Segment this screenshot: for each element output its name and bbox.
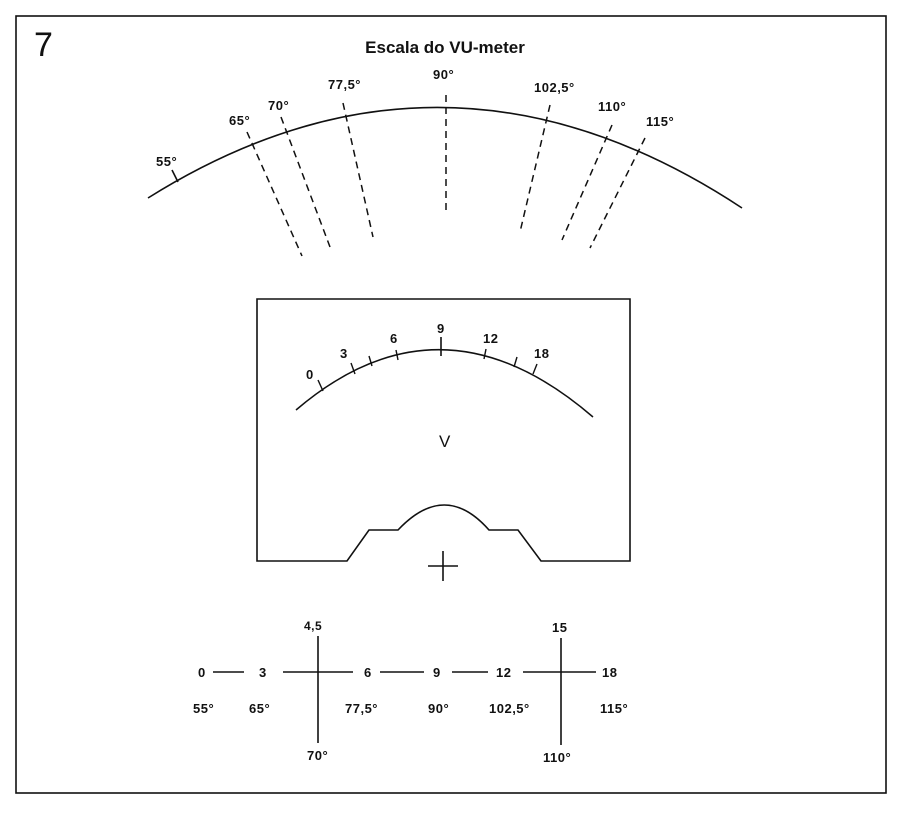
- meter-tick-4-5: [368, 355, 373, 367]
- outer-frame: [15, 15, 887, 794]
- figure-title: Escala do VU-meter: [365, 38, 525, 57]
- table-angle: 102,5°: [489, 701, 530, 716]
- table-value: 3: [259, 665, 267, 680]
- table-vertical-right-bottom: 110°: [543, 750, 571, 765]
- figure-number: 7: [34, 26, 53, 64]
- table-angle: 115°: [600, 701, 628, 716]
- meter-tick-3: [350, 362, 356, 375]
- tick-55: [171, 169, 179, 183]
- meter-tick-15: [513, 356, 518, 368]
- upper-angle-label: 65°: [229, 113, 250, 128]
- dashed-line-70: [280, 116, 331, 248]
- table-angle: 55°: [193, 701, 214, 716]
- meter-face: 0 3 6 9 12 18 V: [256, 298, 631, 581]
- upper-angle-label: 70°: [268, 98, 289, 113]
- meter-tick-18: [532, 363, 538, 375]
- table-vertical-left-top: 4,5: [304, 619, 322, 633]
- table-value: 12: [496, 665, 511, 680]
- table-value: 6: [364, 665, 372, 680]
- upper-angle-label: 110°: [598, 99, 626, 114]
- table-angle: 77,5°: [345, 701, 378, 716]
- correspondence-table: 0 3 6 9 12 18 4,5 70° 15 110° 55° 65° 77…: [193, 619, 628, 765]
- dashed-line-77-5: [342, 102, 374, 238]
- upper-angle-label: 102,5°: [534, 80, 575, 95]
- meter-scale-label: 6: [390, 331, 398, 346]
- upper-scale-arc: [147, 106, 743, 209]
- upper-angle-label: 115°: [646, 114, 674, 129]
- meter-scale-label: 9: [437, 321, 445, 336]
- meter-scale-label: 3: [340, 346, 348, 361]
- dashed-line-110: [561, 124, 613, 241]
- upper-angle-label: 90°: [433, 67, 454, 82]
- table-value: 0: [198, 665, 206, 680]
- upper-angle-label: 55°: [156, 154, 177, 169]
- dashed-line-65: [246, 131, 303, 257]
- table-angle: 65°: [249, 701, 270, 716]
- meter-scale-label: 18: [534, 346, 549, 361]
- dashed-line-115: [589, 137, 646, 249]
- meter-scale-arc: [295, 348, 594, 418]
- dashed-line-102-5: [519, 104, 551, 233]
- meter-unit-label: V: [439, 432, 451, 451]
- table-vertical-left-bottom: 70°: [307, 748, 328, 763]
- upper-scale: 55° 65° 70° 77,5° 90° 102,5° 110° 115°: [147, 67, 743, 257]
- meter-tick-12: [483, 348, 487, 360]
- meter-tick-6: [395, 349, 399, 361]
- table-value: 18: [602, 665, 617, 680]
- meter-face-outline: [256, 298, 631, 562]
- meter-scale-label: 0: [306, 367, 314, 382]
- table-angle: 90°: [428, 701, 449, 716]
- upper-angle-label: 77,5°: [328, 77, 361, 92]
- table-value: 9: [433, 665, 441, 680]
- meter-tick-0: [317, 379, 324, 392]
- table-vertical-right-top: 15: [552, 620, 567, 635]
- meter-scale-label: 12: [483, 331, 498, 346]
